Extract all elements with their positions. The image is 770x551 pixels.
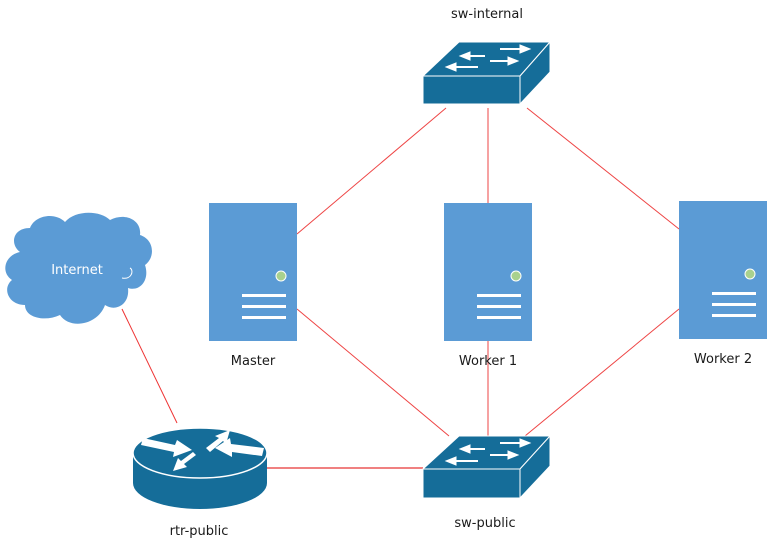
link-sw-public-worker2 [524, 308, 680, 437]
vent-line [477, 316, 521, 319]
vent-line [242, 316, 286, 319]
label-sw-public: sw-public [454, 516, 516, 531]
switch-sw-internal[interactable] [421, 40, 552, 106]
label-master: Master [230, 354, 276, 369]
switch-sw-public[interactable] [421, 434, 552, 500]
status-led-icon [744, 268, 756, 280]
status-led-icon [275, 270, 287, 282]
link-sw-internal-worker2 [526, 107, 680, 230]
vent-line [242, 305, 286, 308]
vent-line [477, 294, 521, 297]
label-internet: Internet [51, 263, 103, 278]
status-led-icon [510, 270, 522, 282]
label-worker1: Worker 1 [458, 354, 518, 369]
link-rtr-public-internet [121, 308, 178, 424]
router-top [132, 427, 268, 479]
switch-front-face [422, 75, 521, 105]
label-rtr-public: rtr-public [169, 524, 229, 539]
router-arrows-icon [141, 430, 264, 471]
label-sw-internal: sw-internal [451, 7, 523, 22]
cloud-internet[interactable] [5, 212, 152, 324]
router-rtr-public[interactable] [132, 427, 268, 509]
switch-front-face [422, 468, 521, 499]
server-body [679, 201, 767, 339]
label-worker2: Worker 2 [693, 352, 753, 367]
switch-arrows-icon [444, 438, 532, 466]
link-sw-internal-master [296, 107, 447, 235]
switch-side-face [519, 434, 551, 500]
server-worker2[interactable] [679, 201, 767, 339]
switch-arrows-icon [444, 44, 532, 72]
vent-line [712, 292, 756, 295]
vent-line [712, 314, 756, 317]
cloud-inner-curve [121, 267, 133, 279]
vent-line [477, 305, 521, 308]
cloud-shape [5, 212, 152, 324]
links [121, 107, 680, 469]
server-master[interactable] [209, 203, 297, 341]
switch-side-face [519, 40, 551, 106]
server-worker1[interactable] [444, 203, 532, 341]
link-sw-public-master [296, 308, 450, 437]
vent-line [242, 294, 286, 297]
vent-line [712, 303, 756, 306]
